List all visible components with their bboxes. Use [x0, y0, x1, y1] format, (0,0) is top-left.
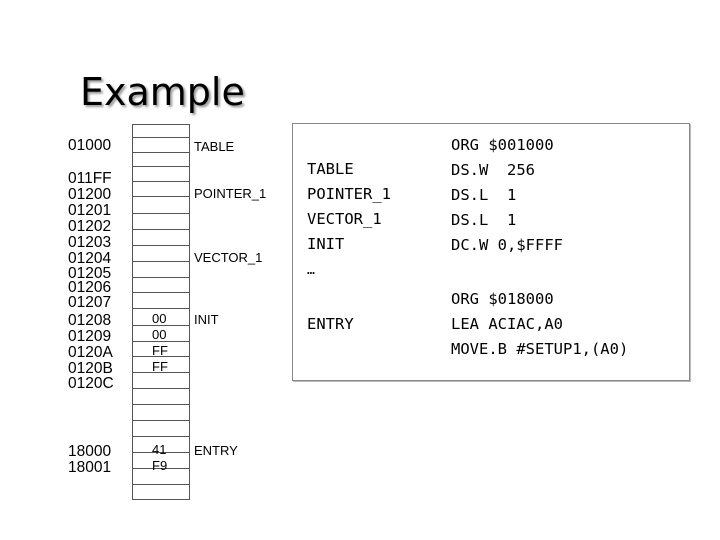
code-line-dc-w: DC.W 0,$FFFF [451, 236, 563, 254]
memory-label-pointer-1: POINTER_1 [194, 186, 267, 201]
memory-cell [132, 152, 190, 167]
memory-cell [132, 436, 190, 453]
memory-cell [132, 196, 190, 214]
address-18001: 18001 [68, 459, 112, 476]
address-01205: 01205 [68, 265, 112, 282]
address-01000: 01000 [68, 137, 112, 154]
address-01204: 01204 [68, 250, 112, 267]
code-label-pointer-1: POINTER_1 [307, 185, 391, 203]
memory-cell [132, 124, 190, 138]
byte-value: F9 [152, 458, 168, 473]
address-01206: 01206 [68, 279, 112, 296]
slide-title: Example [80, 70, 245, 114]
memory-cell [132, 261, 190, 278]
memory-cell [132, 356, 190, 373]
memory-cell [132, 388, 190, 405]
code-label-vector-1: VECTOR_1 [307, 210, 382, 228]
byte-value: 00 [152, 311, 167, 326]
address-01209: 01209 [68, 328, 112, 345]
address-01208: 01208 [68, 312, 112, 329]
address-01200: 01200 [68, 186, 112, 203]
memory-label-entry: ENTRY [194, 443, 238, 458]
byte-value: 41 [152, 442, 167, 457]
memory-cell [132, 404, 190, 421]
memory-cell [132, 325, 190, 342]
byte-value: FF [152, 359, 168, 374]
memory-cell [132, 420, 190, 437]
code-line-ds-l-1: DS.L 1 [451, 186, 517, 204]
memory-cell [132, 372, 190, 389]
memory-cell [132, 292, 190, 309]
memory-cell [132, 229, 190, 246]
memory-cell [132, 181, 190, 197]
address-0120B: 0120B [68, 360, 113, 377]
code-label-ellipsis: … [307, 263, 315, 278]
byte-value: 00 [152, 327, 167, 342]
memory-cell [132, 166, 190, 182]
address-01207: 01207 [68, 294, 112, 311]
memory-label-table: TABLE [194, 139, 235, 154]
memory-label-init: INIT [194, 312, 219, 327]
memory-cell [132, 484, 190, 500]
memory-label-vector-1: VECTOR_1 [194, 250, 263, 265]
code-line-ds-w: DS.W 256 [451, 161, 535, 179]
memory-cell [132, 308, 190, 326]
address-18000: 18000 [68, 443, 112, 460]
memory-cell [132, 137, 190, 153]
code-line-ds-l-2: DS.L 1 [451, 211, 517, 229]
code-line-lea: LEA ACIAC,A0 [451, 315, 563, 333]
code-listing-box [292, 123, 690, 381]
memory-cell [132, 245, 190, 262]
address-01202: 01202 [68, 218, 112, 235]
address-0120C: 0120C [68, 375, 114, 392]
address-0120A: 0120A [68, 344, 113, 361]
address-011FF: 011FF [68, 170, 112, 187]
code-label-table: TABLE [307, 160, 354, 178]
code-line-org-1: ORG $001000 [451, 136, 554, 154]
code-line-org-2: ORG $018000 [451, 290, 554, 308]
byte-value: FF [152, 343, 168, 358]
code-label-entry: ENTRY [307, 315, 354, 333]
memory-cell [132, 468, 190, 485]
memory-cell [132, 277, 190, 293]
address-01201: 01201 [68, 202, 112, 219]
code-line-move: MOVE.B #SETUP1,(A0) [451, 340, 629, 358]
memory-cell [132, 452, 190, 469]
address-01203: 01203 [68, 234, 112, 251]
code-label-init: INIT [307, 235, 345, 253]
memory-cell [132, 341, 190, 357]
memory-cell [132, 213, 190, 230]
